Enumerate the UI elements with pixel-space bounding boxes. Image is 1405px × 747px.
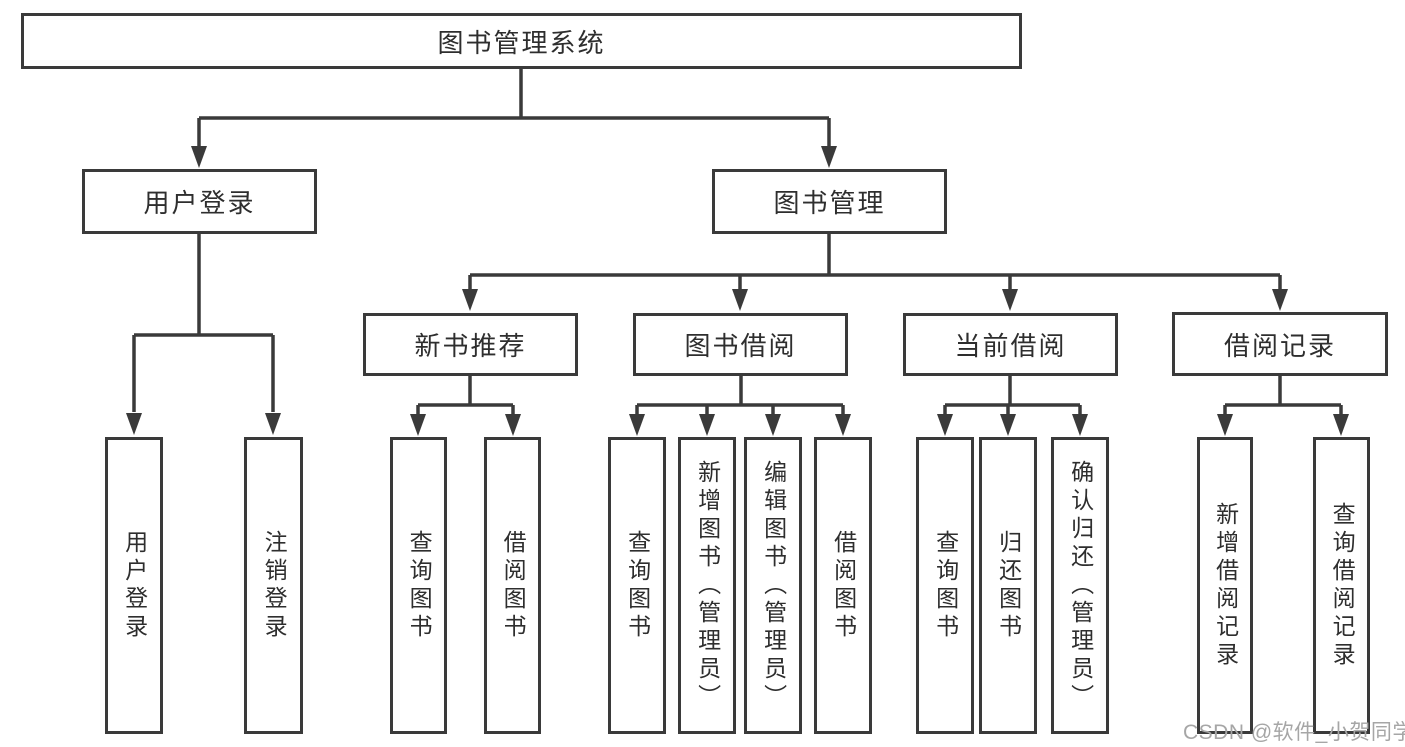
- watermark: CSDN @软件_小贺同学: [1183, 721, 1405, 744]
- leaf-add-borrow-record: 新增借阅记录: [1197, 437, 1253, 734]
- node-label: 确认归还（管理员）: [1067, 459, 1094, 712]
- node-label: 图书借阅: [684, 331, 797, 361]
- node-label: 用户登录: [121, 529, 148, 642]
- node-label: 查询借阅记录: [1329, 501, 1356, 670]
- node-book-management: 图书管理: [712, 169, 947, 234]
- node-label: 当前借阅: [954, 331, 1067, 361]
- node-library-management-system: 图书管理系统: [21, 13, 1022, 69]
- node-current-borrowing: 当前借阅: [903, 313, 1118, 376]
- leaf-add-books-admin: 新增图书（管理员）: [678, 437, 736, 734]
- node-label: 查询图书: [932, 529, 959, 642]
- node-book-borrowing: 图书借阅: [633, 313, 848, 376]
- leaf-query-books-current: 查询图书: [916, 437, 974, 734]
- node-new-book-recommendation: 新书推荐: [363, 313, 578, 376]
- node-label: 新书推荐: [414, 331, 527, 361]
- leaf-borrow-books-borrowing: 借阅图书: [814, 437, 872, 734]
- leaf-borrow-books-recommend: 借阅图书: [484, 437, 541, 734]
- node-borrowing-records: 借阅记录: [1172, 312, 1388, 376]
- leaf-logout: 注销登录: [244, 437, 303, 734]
- node-label: 图书管理: [773, 188, 886, 218]
- node-label: 编辑图书（管理员）: [760, 459, 787, 712]
- leaf-confirm-return-admin: 确认归还（管理员）: [1051, 437, 1109, 734]
- leaf-edit-books-admin: 编辑图书（管理员）: [744, 437, 802, 734]
- node-label: 借阅图书: [500, 529, 527, 642]
- leaf-query-books-borrowing: 查询图书: [608, 437, 666, 734]
- node-label: 用户登录: [143, 188, 256, 218]
- node-label: 归还图书: [995, 529, 1022, 642]
- leaf-user-login: 用户登录: [105, 437, 163, 734]
- node-label: 借阅记录: [1223, 330, 1336, 361]
- node-label: 新增图书（管理员）: [694, 459, 721, 712]
- leaf-return-books: 归还图书: [979, 437, 1037, 734]
- leaf-query-books-recommend: 查询图书: [390, 437, 447, 734]
- leaf-query-borrow-record: 查询借阅记录: [1313, 437, 1370, 734]
- node-label: 注销登录: [261, 529, 288, 642]
- node-label: 借阅图书: [830, 529, 857, 642]
- node-label: 新增借阅记录: [1212, 501, 1239, 670]
- node-label: 查询图书: [624, 529, 651, 642]
- node-user-login: 用户登录: [82, 169, 317, 234]
- node-label: 图书管理系统: [437, 27, 606, 58]
- node-label: 查询图书: [406, 529, 433, 642]
